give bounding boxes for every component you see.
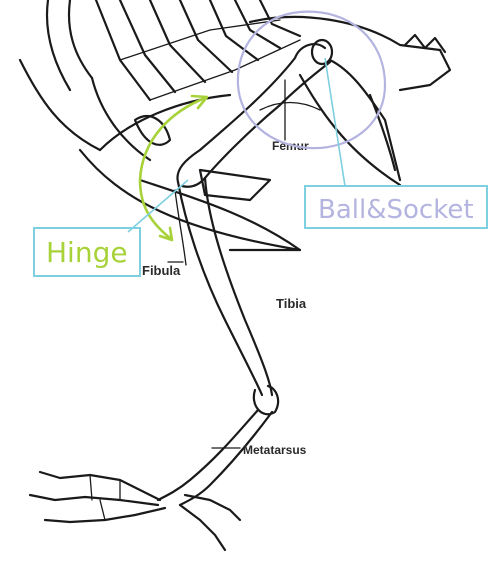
ball-socket-callout-line xyxy=(324,57,346,187)
tibia-bone xyxy=(174,176,280,416)
hinge-box xyxy=(33,227,141,277)
hinge-arc xyxy=(138,96,207,240)
ball-socket-box xyxy=(304,185,488,229)
femur-bone xyxy=(176,38,334,188)
hinge-text: Hinge xyxy=(46,236,128,269)
ball-socket-circle xyxy=(236,10,387,150)
hinge-arrowhead-bottom xyxy=(158,226,174,242)
hinge-annotation: Hinge xyxy=(33,94,209,277)
metatarsus-bone xyxy=(156,408,274,507)
foot xyxy=(28,470,242,552)
ribcage xyxy=(18,0,302,162)
metatarsus-label: Metatarsus xyxy=(243,443,307,457)
ball-socket-annotation: Ball&Socket xyxy=(236,10,488,229)
sternum xyxy=(133,115,302,252)
tibia-label: Tibia xyxy=(276,296,307,311)
fibula-label: Fibula xyxy=(142,263,181,278)
ball-socket-text: Ball&Socket xyxy=(318,195,474,225)
hinge-callout-line xyxy=(127,179,189,233)
hinge-arrowhead-top xyxy=(190,94,209,110)
